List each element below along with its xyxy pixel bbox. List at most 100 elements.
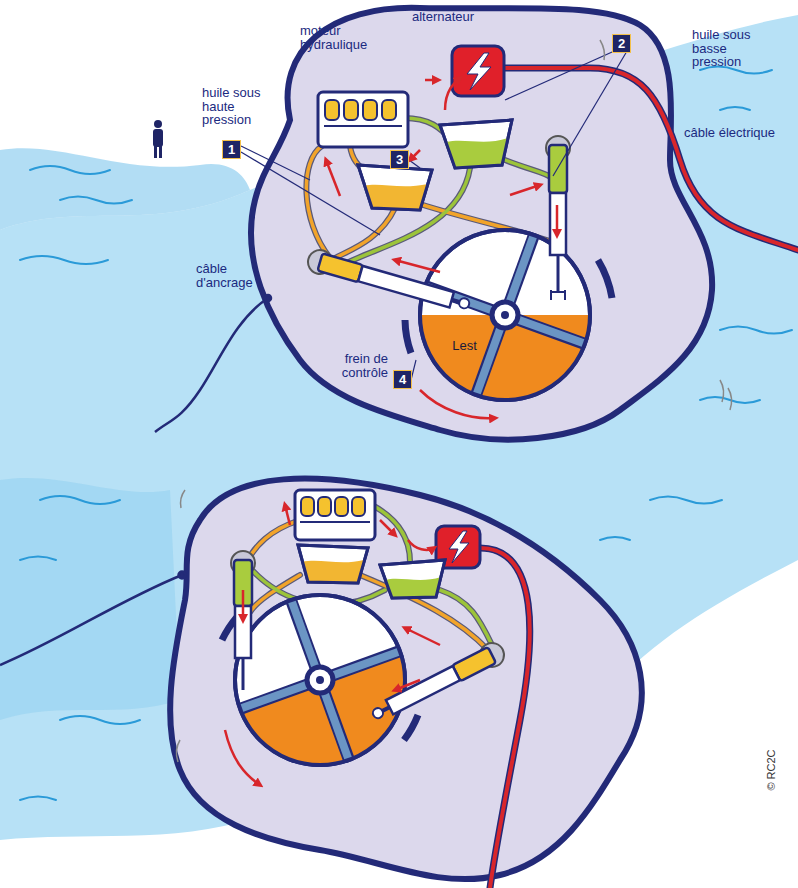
motion-arrows (556, 205, 559, 235)
pto-wheel (316, 676, 324, 684)
anchor-cable (0, 572, 186, 666)
part-label: huile sous basse pression (692, 28, 772, 69)
yellow-cylinder (386, 666, 460, 714)
hydraulic-motor (318, 497, 331, 516)
anchor-cable (179, 572, 186, 579)
sway-marks (728, 388, 732, 410)
float-hull (170, 479, 642, 880)
part-label: alternateur (412, 10, 474, 24)
pto-wheel (501, 311, 509, 319)
anchor-cable (155, 298, 268, 432)
sea (20, 67, 792, 801)
sway-marks (181, 490, 186, 508)
person-icon (159, 145, 162, 158)
callout-text: 3 (396, 153, 403, 166)
pto-wheel (235, 595, 405, 765)
motion-arrows (242, 590, 245, 620)
anchor-cable (155, 295, 271, 432)
sea (0, 15, 798, 840)
hydraulic-motor (325, 100, 396, 120)
callout-number: 2 (612, 34, 631, 53)
sway-marks (600, 40, 605, 60)
sea (60, 197, 132, 204)
copyright: © RC2C (766, 749, 778, 790)
oil-tanks (358, 120, 512, 210)
oil-tanks (380, 560, 445, 598)
hydraulic-motor (325, 100, 339, 120)
pto-wheel (307, 667, 333, 693)
sway-marks (600, 40, 732, 410)
sea (30, 166, 110, 174)
sea (60, 716, 140, 724)
part-label: câble électrique (684, 126, 775, 140)
alternator (449, 531, 469, 563)
green-cylinder (242, 658, 245, 690)
hydraulic-motor (301, 497, 314, 516)
hydraulic-motor (382, 100, 396, 120)
leader-lines (241, 152, 380, 235)
sea (20, 797, 56, 801)
leader-lines (241, 44, 630, 380)
hydraulic-motor (295, 490, 375, 540)
sea (0, 478, 180, 720)
yellow-cylinder (305, 247, 472, 316)
leader-lines (553, 46, 630, 176)
callout-number: 4 (393, 370, 412, 389)
sea (720, 107, 750, 110)
pto-wheel (235, 595, 405, 765)
oil-tanks (385, 577, 441, 598)
green-cylinder (546, 136, 570, 300)
callout-text: 2 (618, 37, 625, 50)
leader-lines (241, 146, 310, 180)
hydraulic-motor (352, 497, 365, 516)
oil-tanks (446, 138, 508, 168)
motion-arrows (225, 730, 260, 785)
oil-tanks (380, 560, 445, 598)
pto-wheel (427, 237, 583, 393)
sway-marks (176, 490, 185, 762)
sway-marks (720, 380, 724, 402)
oil-tanks (358, 165, 432, 210)
oil-tanks (364, 184, 428, 210)
part-label: huile sous haute pression (202, 86, 276, 127)
sea (20, 256, 108, 264)
green-cylinder (557, 255, 560, 292)
motion-arrows (408, 540, 434, 550)
motion-arrows (285, 505, 290, 525)
power-cable (480, 548, 530, 888)
yellow-cylinder (371, 706, 384, 719)
sea (0, 148, 250, 230)
person-icon (154, 145, 157, 158)
motion-arrows (225, 505, 440, 785)
green-cylinder (549, 145, 567, 193)
motion-arrows (326, 160, 340, 196)
sea (40, 496, 120, 504)
hydraulic-motor (363, 100, 377, 120)
motion-arrows (405, 628, 440, 645)
green-cylinder (551, 290, 565, 300)
float-hull (170, 479, 642, 880)
hydraulic-motor (335, 497, 348, 516)
float-hull (251, 8, 712, 440)
oil-pipes (335, 208, 395, 258)
person-icon (153, 120, 163, 158)
control-brake (405, 320, 411, 353)
control-brake (404, 715, 418, 740)
callout-text: 1 (228, 143, 235, 156)
motion-arrows (395, 260, 440, 272)
oil-tanks (298, 545, 445, 598)
oil-pipes (372, 505, 410, 562)
control-brake (405, 260, 612, 353)
yellow-cylinder (458, 297, 470, 309)
alternator (452, 46, 504, 96)
green-cylinder (231, 551, 255, 690)
hydraulic-motor (344, 100, 358, 120)
ballast-sector: Lest (450, 338, 479, 355)
oil-tanks (358, 165, 432, 210)
ballast-text: Lest (452, 339, 477, 353)
oil-tanks (302, 560, 364, 583)
callout-number: 3 (390, 150, 409, 169)
